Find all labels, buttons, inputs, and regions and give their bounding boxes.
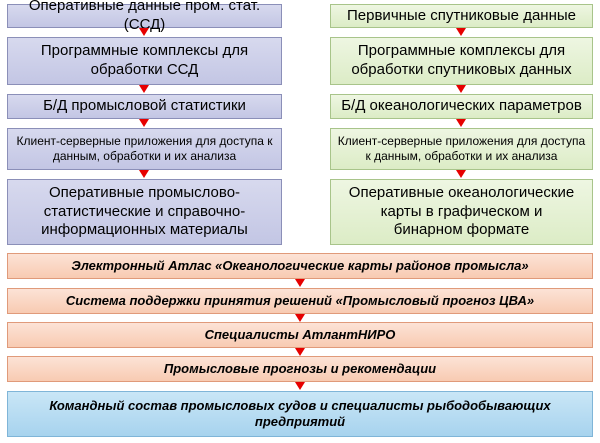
atlas-box-label: Электронный Атлас «Океанологические карт… [71,257,529,273]
left-box-software-ssd: Программные комплексы для обработки ССД [7,37,282,85]
left-box-client-server: Клиент-серверные приложения для доступа … [7,128,282,170]
arrow-right-3 [456,119,466,129]
right-box-software-satellite: Программные комплексы для обработки спут… [330,37,593,85]
arrow-center-4 [295,382,305,392]
left-box-operational-data: Оперативные данные пром. стат. (ССД) [7,0,282,33]
forecasts-box: Промысловые прогнозы и рекомендации [7,356,593,382]
right-box-client-server-label: Клиент-серверные приложения для доступа … [337,134,586,163]
right-box-software-satellite-label: Программные комплексы для обработки спут… [351,42,572,78]
left-box-operational-data-label: Оперативные данные пром. стат. (ССД) [28,0,261,33]
arrow-center-3 [295,348,305,358]
left-box-client-server-label: Клиент-серверные приложения для доступа … [16,134,273,163]
right-box-client-server: Клиент-серверные приложения для доступа … [330,128,593,170]
left-box-db-statistics: Б/Д промысловой статистики [7,94,282,119]
right-box-oceanology-maps: Оперативные океанологические карты в гра… [330,179,593,245]
right-box-satellite-data: Первичные спутниковые данные [330,4,593,28]
right-box-db-oceanology-label: Б/Д океанологических параметров [341,97,582,115]
left-box-software-ssd-label: Программные комплексы для обработки ССД [40,42,249,78]
arrow-left-4 [139,170,149,180]
arrow-left-3 [139,119,149,129]
left-box-reference-materials-label: Оперативные промыслово-статистические и … [41,183,248,239]
right-box-oceanology-maps-label: Оперативные океанологические карты в гра… [348,183,575,239]
decision-system-box: Система поддержки принятия решений «Пром… [7,288,593,314]
command-box-label: Командный состав промысловых судов и спе… [49,397,551,429]
right-box-db-oceanology: Б/Д океанологических параметров [330,94,593,119]
forecasts-box-label: Промысловые прогнозы и рекомендации [163,360,437,376]
arrow-left-1 [139,28,149,38]
arrow-center-1 [295,279,305,289]
arrow-center-2 [295,314,305,324]
arrow-right-1 [456,28,466,38]
right-box-satellite-data-label: Первичные спутниковые данные [347,6,576,24]
left-box-reference-materials: Оперативные промыслово-статистические и … [7,179,282,245]
specialists-box-label: Специалисты АтлантНИРО [204,326,396,342]
specialists-box: Специалисты АтлантНИРО [7,322,593,348]
decision-system-box-label: Система поддержки принятия решений «Пром… [65,292,535,308]
arrow-left-2 [139,85,149,95]
command-box: Командный состав промысловых судов и спе… [7,391,593,437]
arrow-right-2 [456,85,466,95]
left-box-db-statistics-label: Б/Д промысловой статистики [43,97,246,115]
atlas-box: Электронный Атлас «Океанологические карт… [7,253,593,279]
arrow-right-4 [456,170,466,180]
